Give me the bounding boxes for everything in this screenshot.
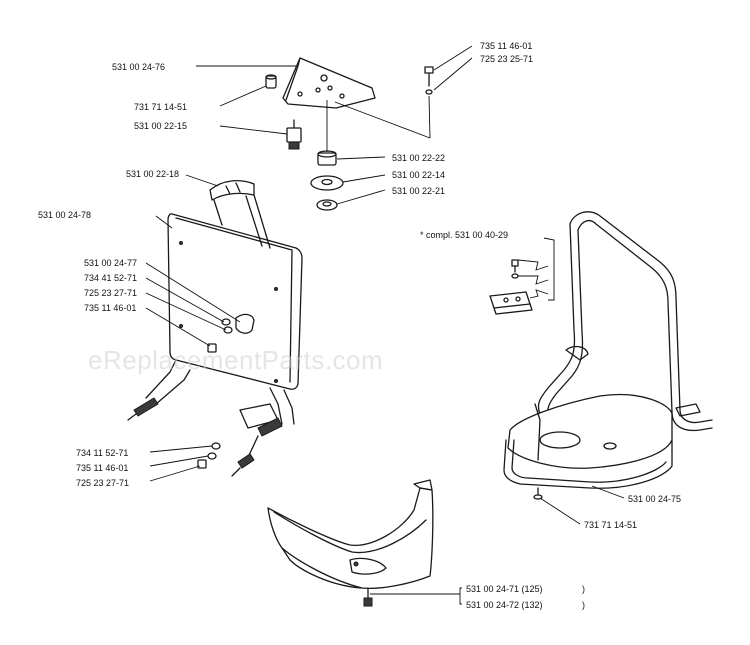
label-531-00-24-77: 531 00 24-77 [84, 258, 137, 268]
label-725-23-27-71: 725 23 27-71 [84, 288, 137, 298]
handle-531-00-22-18 [209, 179, 271, 249]
label-531-00-22-15: 531 00 22-15 [134, 121, 187, 131]
nut-731-71-14-51-frame [533, 487, 543, 500]
label-734-11-52-71: 734 11 52-71 [76, 448, 128, 458]
washers-734-41-52-71 [221, 318, 233, 334]
label-735-11-46-01-top: 735 11 46-01 [480, 41, 532, 51]
mounting-plate [282, 57, 376, 109]
leader-lines [145, 45, 625, 605]
frame-531-00-24-75 [503, 211, 713, 489]
label-731-71-14-51: 731 71 14-51 [134, 102, 187, 112]
label-531-00-22-18: 531 00 22-18 [126, 169, 179, 179]
bracket-close-1: ) [582, 584, 585, 594]
washer-725-23-25-71 [425, 89, 433, 95]
watermark: eReplacementParts.com [88, 345, 383, 375]
washer-531-00-22-14 [310, 175, 344, 191]
label-734-41-52-71: 734 41 52-71 [84, 273, 137, 283]
screw-axis-line-2 [334, 101, 431, 139]
nut-731-71-14-51 [265, 74, 277, 89]
backrest-531-00-24-78 [167, 213, 303, 390]
label-735-11-46-01-lower: 735 11 46-01 [76, 463, 128, 473]
foot-tray-531-00-24-71 [267, 479, 434, 607]
screw-725-23-27-71-lower [197, 459, 207, 469]
label-531-00-24-78: 531 00 24-78 [38, 210, 91, 220]
label-531-00-22-21: 531 00 22-21 [392, 186, 445, 196]
label-531-00-24-76: 531 00 24-76 [112, 62, 165, 72]
label-725-23-25-71: 725 23 25-71 [480, 54, 533, 64]
kit-note: * compl. 531 00 40-29 [420, 230, 508, 240]
bracket-close-2: ) [582, 600, 585, 610]
label-731-71-14-51-frame: 731 71 14-51 [584, 520, 637, 530]
nut-531-00-22-21 [316, 199, 338, 211]
screw-735-11-46-01-top [424, 66, 434, 87]
bracket-531-00-24-77 [235, 313, 255, 334]
label-531-00-22-22: 531 00 22-22 [392, 153, 445, 163]
label-725-23-27-71-lower: 725 23 27-71 [76, 478, 129, 488]
kit-531-00-40-29 [489, 259, 533, 315]
screw-axis-line [428, 95, 431, 139]
bushing-531-00-22-22 [317, 150, 337, 166]
label-531-00-22-14: 531 00 22-14 [392, 170, 445, 180]
washer-735-11-46-01-lower [207, 452, 217, 460]
label-531-00-24-75: 531 00 24-75 [628, 494, 681, 504]
clamp-531-00-22-15 [286, 119, 302, 150]
label-531-00-24-72: 531 00 24-72 (132) [466, 600, 543, 610]
label-735-11-46-01-mid: 735 11 46-01 [84, 303, 136, 313]
label-531-00-24-71: 531 00 24-71 (125) [466, 584, 543, 594]
lower-strap-bracket [127, 359, 295, 477]
washer-734-11-52-71 [211, 442, 221, 450]
